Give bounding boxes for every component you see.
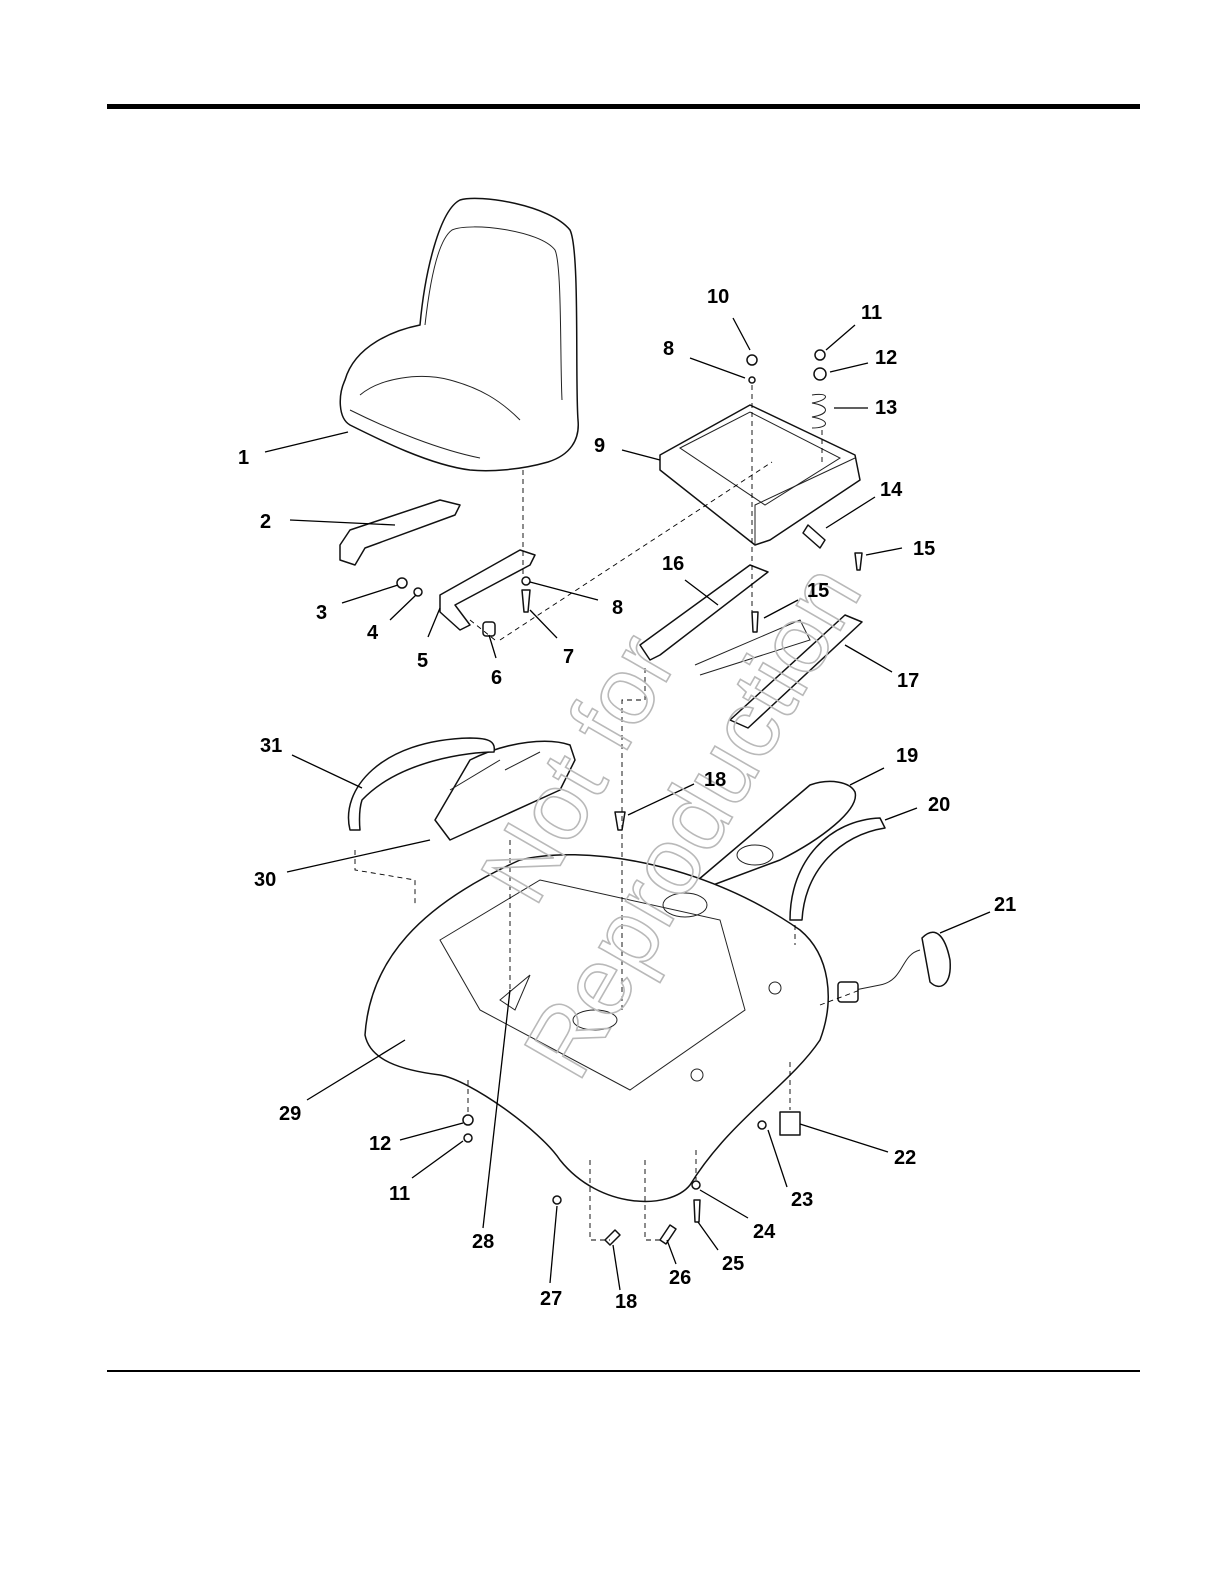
callout-11-lower: 11	[389, 1183, 410, 1205]
callout-9: 9	[594, 435, 605, 457]
callout-28: 28	[472, 1231, 494, 1253]
callout-29: 29	[279, 1103, 301, 1125]
callout-26: 26	[669, 1267, 691, 1289]
callout-21: 21	[994, 894, 1016, 916]
callout-10: 10	[707, 286, 729, 308]
callout-22: 22	[894, 1147, 916, 1169]
bracket-part	[340, 500, 460, 565]
callout-18-lower: 18	[615, 1291, 637, 1313]
callout-12-upper: 12	[875, 347, 897, 369]
callout-11-upper: 11	[861, 302, 882, 324]
callout-5: 5	[417, 650, 428, 672]
callout-8-lower: 8	[612, 597, 623, 619]
callout-18-upper: 18	[704, 769, 726, 791]
callout-24: 24	[753, 1221, 776, 1243]
callout-4: 4	[367, 622, 379, 644]
callout-16: 16	[662, 553, 684, 575]
seat-base-part	[660, 405, 860, 545]
callout-31: 31	[260, 735, 282, 757]
callout-3: 3	[316, 602, 327, 624]
callout-13: 13	[875, 397, 897, 419]
callout-7: 7	[563, 646, 574, 668]
callout-1: 1	[238, 447, 249, 469]
callout-8-upper: 8	[663, 338, 674, 360]
callout-25: 25	[722, 1253, 744, 1275]
callout-19: 19	[896, 745, 918, 767]
seat-part	[340, 198, 578, 470]
callout-15-right: 15	[913, 538, 935, 560]
callout-17: 17	[897, 670, 919, 692]
callout-12-lower: 12	[369, 1133, 391, 1155]
callout-30: 30	[254, 869, 276, 891]
callout-27: 27	[540, 1288, 562, 1310]
callout-23: 23	[791, 1189, 813, 1211]
callout-15-mid: 15	[807, 580, 829, 602]
clip-parts	[780, 1112, 800, 1135]
callout-2: 2	[260, 511, 271, 533]
callout-6: 6	[491, 667, 502, 689]
callout-20: 20	[928, 794, 950, 816]
mounting-plate-part	[440, 550, 535, 630]
callout-14: 14	[880, 479, 903, 501]
